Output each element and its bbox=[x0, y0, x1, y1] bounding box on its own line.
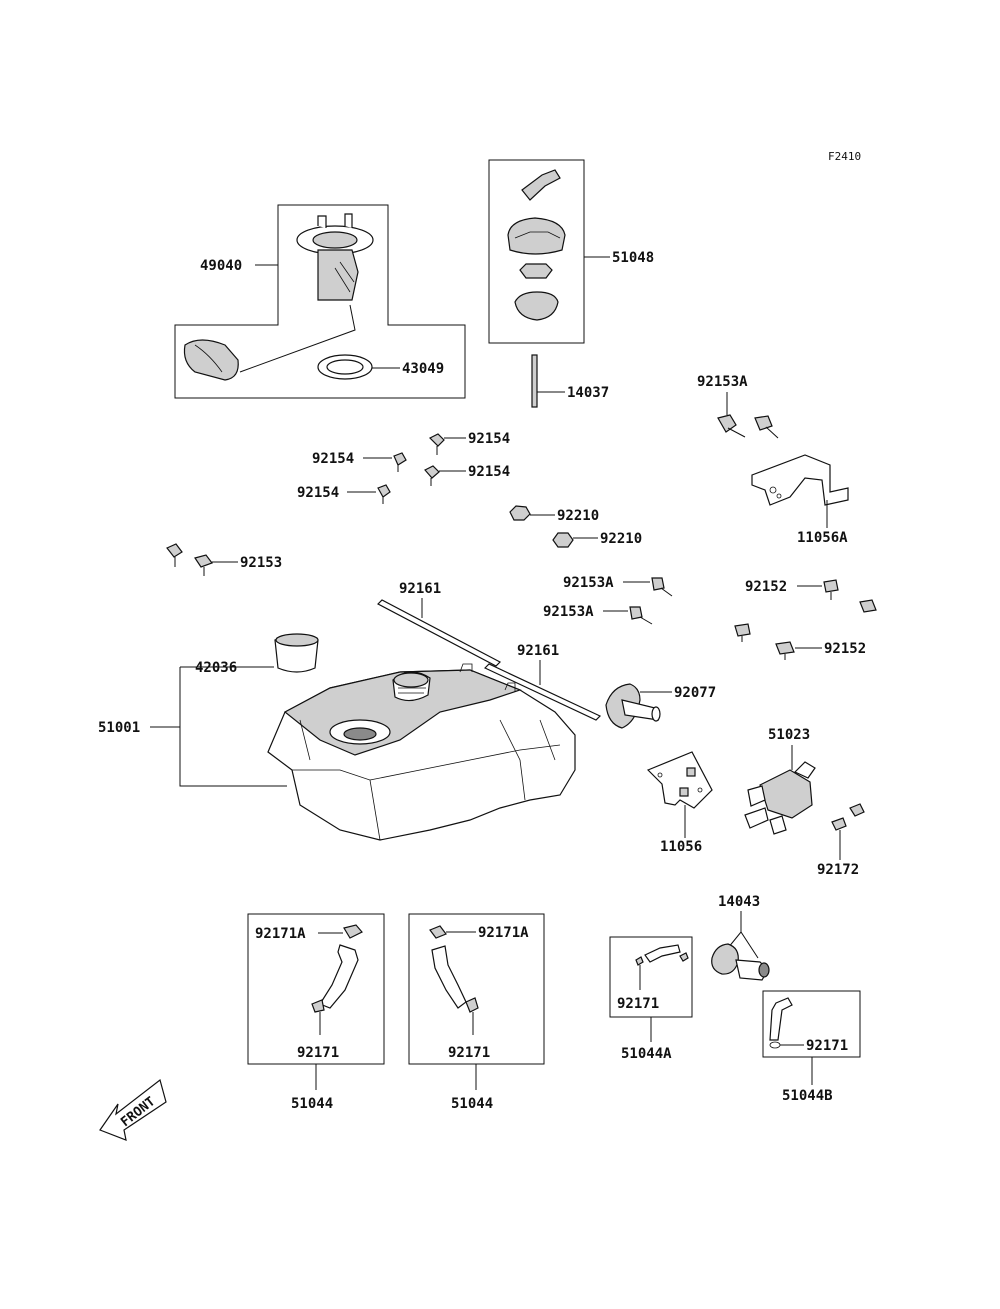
screw-92172-1 bbox=[849, 803, 865, 817]
label-92153: 92153 bbox=[240, 555, 282, 571]
filler-collar-42036 bbox=[274, 633, 319, 673]
hose-51044B bbox=[769, 997, 793, 1041]
label-92152-b: 92152 bbox=[824, 641, 866, 657]
label-11056: 11056 bbox=[660, 839, 702, 855]
label-92161-b: 92161 bbox=[517, 643, 559, 659]
label-92171-c: 92171 bbox=[617, 996, 659, 1012]
label-51023: 51023 bbox=[768, 727, 810, 743]
clamp-92171A-a bbox=[343, 924, 363, 939]
bracket-11056A bbox=[751, 454, 849, 506]
bolt-92153A-a bbox=[651, 577, 673, 597]
hose-51044-a bbox=[319, 944, 359, 1009]
nut-92210-b bbox=[552, 532, 598, 548]
hose-box-51044-b bbox=[408, 913, 545, 1090]
label-92171A-a: 92171A bbox=[255, 926, 306, 942]
float-arm bbox=[239, 304, 356, 373]
bolt-92153A-b bbox=[629, 606, 653, 625]
breather-rod bbox=[531, 354, 538, 408]
label-49040: 49040 bbox=[200, 258, 242, 274]
hose-box-51044B bbox=[762, 990, 861, 1085]
label-92154-b: 92154 bbox=[312, 451, 354, 467]
label-92153A-top: 92153A bbox=[697, 374, 748, 390]
label-51048: 51048 bbox=[612, 250, 654, 266]
label-14043: 14043 bbox=[718, 894, 760, 910]
label-92171A-b: 92171A bbox=[478, 925, 529, 941]
collar-92152-3 bbox=[734, 623, 751, 637]
screw-92154-a bbox=[428, 433, 466, 455]
label-92172: 92172 bbox=[817, 862, 859, 878]
fuel-pump-group bbox=[174, 204, 466, 399]
label-51044-b: 51044 bbox=[451, 1096, 493, 1112]
label-92154-a: 92154 bbox=[468, 431, 510, 447]
pad-92161-a bbox=[376, 599, 502, 667]
hose-51044A bbox=[644, 944, 681, 963]
label-92171-d: 92171 bbox=[806, 1038, 848, 1054]
label-14037: 14037 bbox=[567, 385, 609, 401]
label-92161-a: 92161 bbox=[399, 581, 441, 597]
bolt-92153A-top-2 bbox=[754, 415, 779, 439]
label-92153A-a: 92153A bbox=[563, 575, 614, 591]
label-92152-a: 92152 bbox=[745, 579, 787, 595]
cap-base-ring bbox=[514, 291, 559, 321]
label-51044B: 51044B bbox=[782, 1088, 833, 1104]
label-51001: 51001 bbox=[98, 720, 140, 736]
bracket-11056 bbox=[646, 751, 713, 809]
fuel-valve-51023 bbox=[744, 761, 816, 835]
screw-92154-b bbox=[363, 452, 407, 472]
clamp-92171A-b bbox=[429, 925, 447, 939]
screw-92172-2 bbox=[831, 817, 847, 831]
front-direction-arrow: FRONT bbox=[99, 1078, 167, 1141]
bolt-92153-1 bbox=[166, 543, 183, 567]
bolt-92153-2 bbox=[194, 554, 213, 576]
label-92077: 92077 bbox=[674, 685, 716, 701]
label-92171-b: 92171 bbox=[448, 1045, 490, 1061]
figure-code: F2410 bbox=[828, 150, 861, 163]
fuel-cap-group bbox=[488, 159, 610, 344]
pad-92161-b bbox=[483, 663, 602, 721]
grommet-92077 bbox=[605, 683, 661, 729]
collar-92152-4 bbox=[775, 641, 795, 655]
cap-gasket bbox=[519, 263, 553, 279]
label-92171-a: 92171 bbox=[297, 1045, 339, 1061]
label-92210-a: 92210 bbox=[557, 508, 599, 524]
label-51044A: 51044A bbox=[621, 1046, 672, 1062]
bolt-92153A-top-1 bbox=[717, 414, 746, 438]
hose-box-51044A bbox=[609, 936, 693, 1042]
label-11056A: 11056A bbox=[797, 530, 848, 546]
fuel-pump-body bbox=[317, 249, 359, 301]
label-42036: 42036 bbox=[195, 660, 237, 676]
fuel-cap-box bbox=[488, 159, 585, 344]
nut-92210-a bbox=[509, 505, 555, 521]
label-92153A-b: 92153A bbox=[543, 604, 594, 620]
cap-lever bbox=[521, 169, 561, 201]
collar-92152-2 bbox=[859, 599, 877, 613]
hose-box-51044-a bbox=[247, 913, 385, 1090]
hose-51044-b bbox=[431, 945, 467, 1009]
screw-92154-c bbox=[424, 465, 466, 486]
collar-92152-1 bbox=[823, 579, 839, 593]
fuel-cap bbox=[507, 217, 566, 255]
label-51044-a: 51044 bbox=[291, 1096, 333, 1112]
fuel-pump-box bbox=[174, 204, 466, 399]
screw-92154-d bbox=[347, 484, 391, 504]
label-92210-b: 92210 bbox=[600, 531, 642, 547]
float bbox=[183, 339, 239, 381]
label-92154-d: 92154 bbox=[297, 485, 339, 501]
label-92154-c: 92154 bbox=[468, 464, 510, 480]
fuel-tank-51001 bbox=[267, 663, 576, 841]
label-43049: 43049 bbox=[402, 361, 444, 377]
fuel-filter-14043 bbox=[711, 943, 770, 981]
